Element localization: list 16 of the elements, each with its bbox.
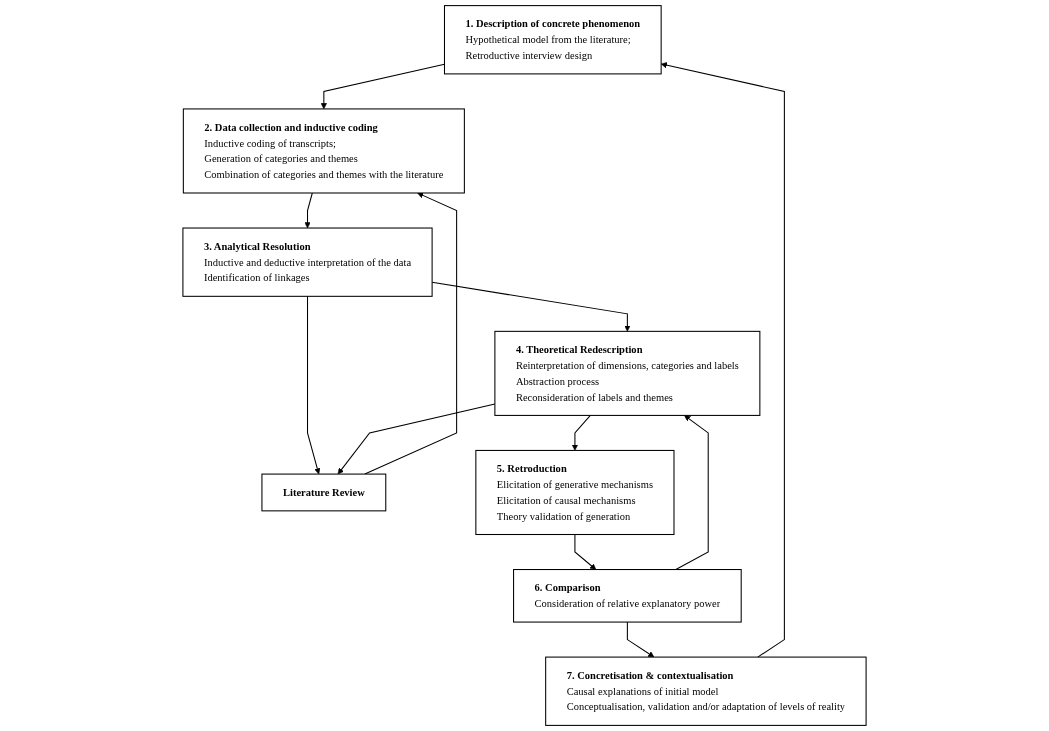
arrow <box>571 414 591 451</box>
arrow <box>675 415 709 571</box>
node-box: 1. Description of concrete phenomenon Hypothetical model from the literature; Retroductive interview design <box>443 5 662 75</box>
arrow <box>320 63 445 110</box>
arrow <box>574 533 597 570</box>
arrow <box>304 192 313 229</box>
node-box: 4. Theoretical Redescription Reinterpretation of dimensions, categories and labels Abstraction process Reconsideration of labels and themes <box>494 330 761 416</box>
node-box: 7. Concretisation & contextualisation Causal explanations of initial model Conceptualisation, validation and/or adaptation of levels of reality <box>545 656 867 726</box>
node-box: Literature Review <box>261 473 387 512</box>
arrow <box>626 621 655 658</box>
arrow <box>364 192 458 475</box>
node-box: 2. Data collection and inductive coding Inductive coding of transcripts; Generation of categories and themes Combination of categories and themes with the literature <box>182 108 465 194</box>
arrow <box>307 295 321 475</box>
node-box: 5. Retroduction Elicitation of generative mechanisms Elicitation of causal mechanisms Theory validation of generation <box>475 449 675 536</box>
node-box: 3. Analytical Resolution Inductive and deductive interpretation of the data Identification of linkages <box>182 227 433 297</box>
node-box: 6. Comparison Consideration of relative explanatory power <box>513 569 742 623</box>
